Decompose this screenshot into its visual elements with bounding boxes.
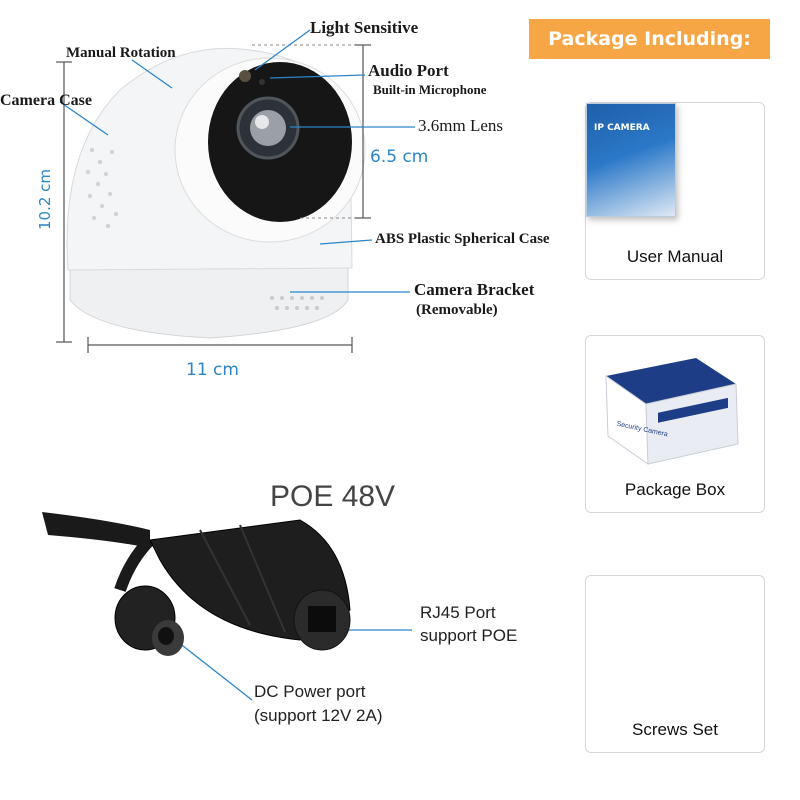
light-sensor (239, 70, 251, 82)
label-camera-case: Camera Case (0, 92, 92, 109)
poe-title: POE 48V (270, 480, 396, 513)
package-item-package-box: Security Camera Package Box (585, 335, 765, 513)
label-rj45-port: RJ45 Port (420, 603, 496, 622)
label-audio-port: Audio Port (368, 61, 449, 80)
label-dc-support: (support 12V 2A) (254, 706, 383, 725)
label-abs-case: ABS Plastic Spherical Case (375, 231, 550, 247)
package-box-image (605, 358, 739, 465)
label-support-poe: support POE (420, 626, 518, 645)
dc-cable (114, 535, 155, 592)
lens-glass (250, 110, 286, 146)
screws-set-label: Screws Set (632, 720, 718, 739)
manual-cover-title: IP CAMERA (594, 123, 650, 133)
camera-bracket-shape (69, 267, 349, 339)
case-vents (85, 147, 119, 229)
dimension-11cm: 11 cm (186, 360, 239, 380)
package-item-user-manual: IP CAMERA User Manual (585, 102, 765, 280)
package-banner: Package Including: (529, 19, 770, 59)
dimension-10-2cm: 10.2 cm (36, 168, 54, 230)
lens-highlight (255, 115, 269, 129)
dimension-6-5cm: 6.5 cm (370, 147, 429, 167)
pointer-lines (59, 29, 415, 701)
package-item-screws-set: Screws Set (585, 575, 765, 753)
label-removable: (Removable) (416, 302, 498, 318)
microphone-hole (259, 79, 265, 85)
user-manual-label: User Manual (626, 247, 724, 266)
label-light-sensitive: Light Sensitive (310, 18, 419, 37)
label-dc-power-port: DC Power port (254, 682, 366, 701)
user-manual-image: IP CAMERA (586, 103, 676, 217)
poe-cable (42, 512, 150, 548)
label-manual-rotation: Manual Rotation (66, 45, 176, 61)
rj45-port (308, 606, 336, 632)
label-camera-bracket: Camera Bracket (414, 280, 535, 299)
package-box-label: Package Box (624, 480, 726, 499)
bracket-vents (270, 296, 324, 310)
label-lens: 3.6mm Lens (418, 116, 503, 135)
label-built-in-microphone: Built-in Microphone (373, 82, 487, 97)
